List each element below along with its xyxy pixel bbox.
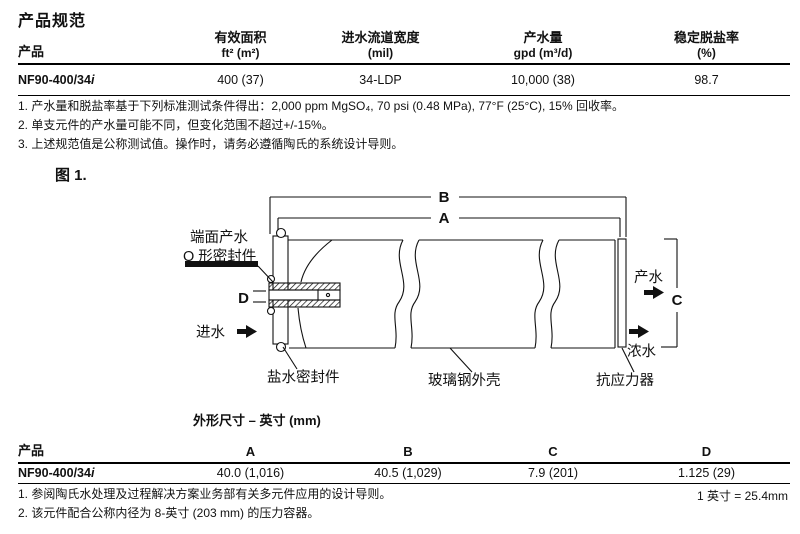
break-wave-1b: [410, 239, 421, 349]
break-wave-2b: [550, 239, 561, 349]
membrane-element-diagram: B A C D 端面产水 O 形密封件 进水 盐水密封件 玻璃钢外壳 抗应力器 …: [183, 189, 683, 389]
product-name: NF90-400/34i: [18, 466, 95, 481]
brine-seal: [275, 341, 287, 353]
footer-note-2: 2. 该元件配合公称内径为 8-英寸 (203 mm) 的压力容器。: [18, 506, 320, 520]
dims-value-d: 1.125 (29): [623, 463, 790, 484]
feed-label: 进水: [196, 324, 225, 341]
spec-table: 产品 有效面积 ft² (m²) 进水流道宽度 (mil) 产水量 gpd (m…: [18, 27, 790, 96]
dims-product-cell: NF90-400/34i: [18, 463, 168, 484]
page-title: 产品规范: [18, 13, 87, 30]
brine-seal-label: 盐水密封件: [267, 369, 340, 386]
atd-pointer: [621, 347, 635, 373]
scroll-face-line: [297, 239, 333, 349]
dims-value-a: 40.0 (1,016): [168, 463, 333, 484]
permeate-arrow-icon: [644, 286, 664, 299]
spec-value-flow: 10,000 (38): [463, 64, 623, 96]
dims-header-c: C: [483, 440, 623, 464]
dimensions-table: 产品 A B C D NF90-400/34i 40.0 (1,016) 40.…: [18, 440, 790, 484]
oring-callout-bar: [185, 261, 258, 267]
oring-label-line1: 端面产水: [190, 229, 248, 246]
permeate-label: 产水: [634, 269, 663, 286]
spec-note-2: 2. 单支元件的产水量可能不同，但变化范围不超过+/-15%。: [18, 118, 334, 132]
spec-header-rejection: 稳定脱盐率 (%): [623, 27, 790, 65]
shell-pointer: [449, 347, 473, 373]
spec-note-3: 3. 上述规范值是公称测试值。操作时，请务必遵循陶氏的系统设计导则。: [18, 137, 404, 151]
spec-product-cell: NF90-400/34i: [18, 64, 183, 96]
concentrate-arrow-icon: [629, 325, 649, 338]
footer-note-1: 1. 参阅陶氏水处理及过程解决方案业务部有关多元件应用的设计导则。: [18, 487, 392, 501]
permeate-tube: [266, 274, 341, 316]
product-name: NF90-400/34i: [18, 72, 95, 87]
spec-header-flow: 产水量 gpd (m³/d): [463, 27, 623, 65]
spec-header-active-area: 有效面积 ft² (m²): [183, 27, 298, 65]
dim-label-d: D: [238, 290, 249, 307]
figure-caption: 图 1.: [55, 167, 87, 184]
spec-value-rejection: 98.7: [623, 64, 790, 96]
inch-conversion-note: 1 英寸 = 25.4mm: [696, 489, 788, 503]
atd-label: 抗应力器: [596, 371, 654, 389]
spec-value-spacer: 34-LDP: [298, 64, 463, 96]
dim-d-ticks: [253, 290, 266, 303]
atd-strip: [617, 238, 627, 348]
dimensions-title: 外形尺寸 – 英寸 (mm): [193, 413, 321, 428]
oring-pointer: [257, 265, 274, 283]
oring-label-line2: O 形密封件: [183, 248, 256, 265]
spec-table-row: NF90-400/34i 400 (37) 34-LDP 10,000 (38)…: [18, 64, 790, 96]
feed-arrow-icon: [237, 325, 257, 338]
spec-value-area: 400 (37): [183, 64, 298, 96]
footer-notes: 1. 参阅陶氏水处理及过程解决方案业务部有关多元件应用的设计导则。 2. 该元件…: [18, 485, 618, 523]
dim-label-b: B: [439, 189, 450, 206]
dims-table-header-row: 产品 A B C D: [18, 440, 790, 464]
dim-label-a: A: [439, 210, 450, 227]
shell-label: 玻璃钢外壳: [428, 372, 501, 389]
concentrate-label: 浓水: [627, 343, 656, 360]
top-oring: [275, 227, 287, 239]
dims-value-c: 7.9 (201): [483, 463, 623, 484]
dims-table-row: NF90-400/34i 40.0 (1,016) 40.5 (1,029) 7…: [18, 463, 790, 484]
dim-line-c: [661, 238, 678, 348]
spec-notes: 1. 产水量和脱盐率基于下列标准测试条件得出：2,000 ppm MgSO₄, …: [18, 97, 782, 154]
dim-label-c: C: [672, 292, 683, 309]
dims-value-b: 40.5 (1,029): [333, 463, 483, 484]
tube-hole: [325, 292, 331, 298]
spec-table-header-row: 产品 有效面积 ft² (m²) 进水流道宽度 (mil) 产水量 gpd (m…: [18, 27, 790, 65]
dims-header-product: 产品: [18, 440, 168, 464]
tube-oring-bottom: [266, 306, 276, 316]
spec-header-product: 产品: [18, 27, 183, 65]
dims-header-a: A: [168, 440, 333, 464]
dim-line-b: [269, 196, 627, 237]
dims-header-b: B: [333, 440, 483, 464]
break-wave-2a: [534, 239, 545, 349]
brine-seal-pointer: [282, 346, 298, 370]
element-body: [288, 239, 616, 349]
spec-header-spacer: 进水流道宽度 (mil): [298, 27, 463, 65]
spec-note-1: 1. 产水量和脱盐率基于下列标准测试条件得出：2,000 ppm MgSO₄, …: [18, 99, 624, 113]
dims-header-d: D: [623, 440, 790, 464]
break-wave-1a: [394, 239, 405, 349]
